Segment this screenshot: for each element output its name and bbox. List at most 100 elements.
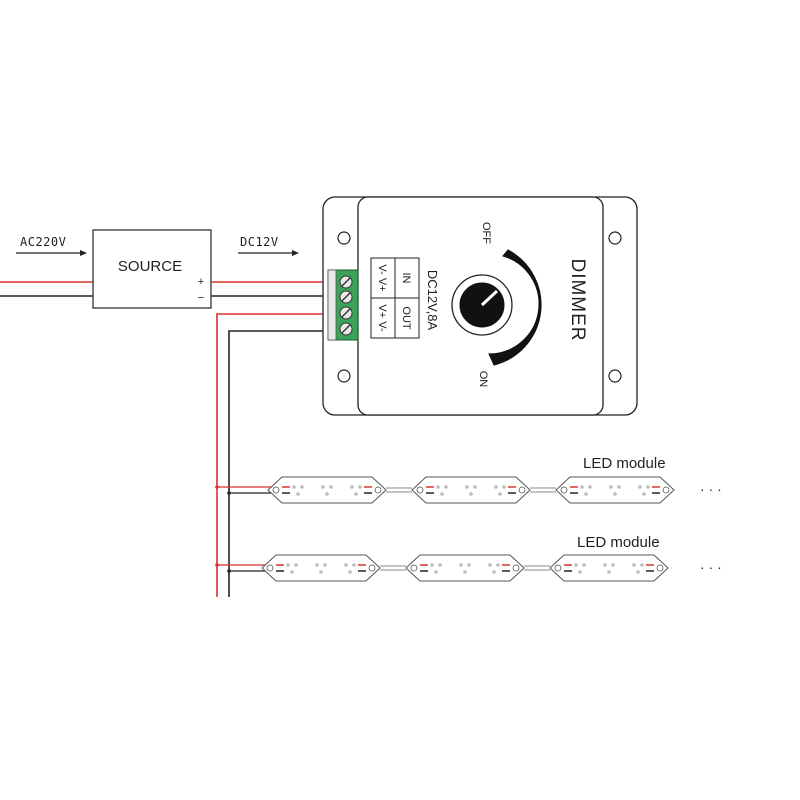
source-plus: +: [198, 276, 204, 288]
dimmer-knob: [451, 274, 513, 336]
led-module: [267, 476, 387, 504]
led-dot: [350, 485, 354, 489]
led-module-hole: [266, 564, 274, 572]
led-dot: [325, 492, 329, 496]
led-dot: [638, 485, 642, 489]
led-module: [411, 476, 531, 504]
terminal-label-table: IN OUT V- V+ V+ V-: [370, 257, 420, 339]
led-module: [405, 554, 525, 582]
led-dot: [492, 570, 496, 574]
led-dot: [574, 563, 578, 567]
led-dot: [494, 485, 498, 489]
led-dot: [502, 485, 506, 489]
led-dot: [582, 563, 586, 567]
led-dot: [584, 492, 588, 496]
bus-junction: [215, 563, 219, 567]
led-module-body: [555, 476, 675, 504]
led-dot: [292, 485, 296, 489]
dc-output-arrow: [238, 250, 299, 256]
led-dot: [344, 563, 348, 567]
led-module-body: [267, 476, 387, 504]
led-dot: [588, 485, 592, 489]
dimmer-rating: DC12V,8A: [425, 270, 440, 331]
led-dot: [321, 485, 325, 489]
led-row-1: [215, 476, 675, 504]
continuation-dots-1: · · ·: [700, 481, 722, 497]
mount-hole: [608, 231, 622, 245]
terminal-out-label: OUT: [400, 306, 412, 330]
led-module-hole: [512, 564, 520, 572]
led-module-hole: [416, 486, 424, 494]
terminal-screw: [339, 322, 353, 336]
ac-input-arrow: [16, 250, 87, 256]
led-dot: [463, 570, 467, 574]
led-dot: [300, 485, 304, 489]
led-dot: [469, 492, 473, 496]
ac-input-label: AC220V: [20, 235, 66, 249]
led-module-hole: [368, 564, 376, 572]
led-module-hole: [662, 486, 670, 494]
led-dot: [642, 492, 646, 496]
led-module-hole: [410, 564, 418, 572]
source-box: [92, 229, 212, 309]
bus-junction: [227, 491, 231, 495]
led-row-2: [215, 554, 669, 582]
led-dot: [488, 563, 492, 567]
led-dot: [286, 563, 290, 567]
out-wire-red: [216, 313, 328, 597]
bus-junction: [215, 485, 219, 489]
led-dot: [290, 570, 294, 574]
led-dot: [580, 485, 584, 489]
led-module-label-1: LED module: [583, 455, 666, 472]
dimmer-title: DIMMER: [567, 258, 588, 341]
led-dot: [430, 563, 434, 567]
mount-hole: [337, 369, 351, 383]
led-dot: [632, 563, 636, 567]
led-dot: [607, 570, 611, 574]
led-dot: [473, 485, 477, 489]
led-module-hole: [656, 564, 664, 572]
led-dot: [611, 563, 615, 567]
led-dot: [603, 563, 607, 567]
terminal-screw: [339, 290, 353, 304]
led-module-body: [405, 554, 525, 582]
led-dot: [444, 485, 448, 489]
led-dot: [498, 492, 502, 496]
led-dot: [617, 485, 621, 489]
led-dot: [315, 563, 319, 567]
out-wire-black: [228, 330, 328, 597]
led-dot: [348, 570, 352, 574]
led-module-label-2: LED module: [577, 534, 660, 551]
led-dot: [323, 563, 327, 567]
led-dot: [434, 570, 438, 574]
bus-junction: [227, 569, 231, 573]
terminal-in-pins: V- V+: [376, 264, 388, 291]
led-dot: [354, 492, 358, 496]
led-dot: [496, 563, 500, 567]
led-dot: [296, 492, 300, 496]
led-dot: [319, 570, 323, 574]
led-dot: [459, 563, 463, 567]
led-dot: [640, 563, 644, 567]
led-dot: [578, 570, 582, 574]
led-dot: [613, 492, 617, 496]
dc-output-label: DC12V: [240, 235, 279, 249]
led-module: [555, 476, 675, 504]
led-dot: [329, 485, 333, 489]
led-dot: [358, 485, 362, 489]
led-module: [261, 554, 381, 582]
led-module-body: [261, 554, 381, 582]
source-label: SOURCE: [118, 258, 182, 275]
terminal-in-label: IN: [400, 273, 412, 284]
terminal-out-pins: V+ V-: [376, 304, 388, 332]
led-module-hole: [554, 564, 562, 572]
led-module: [549, 554, 669, 582]
led-dot: [646, 485, 650, 489]
mount-hole: [337, 231, 351, 245]
led-dot: [438, 563, 442, 567]
off-label: OFF: [480, 222, 492, 244]
led-module-hole: [560, 486, 568, 494]
knob-pointer: [480, 289, 499, 307]
on-label: ON: [477, 371, 489, 388]
